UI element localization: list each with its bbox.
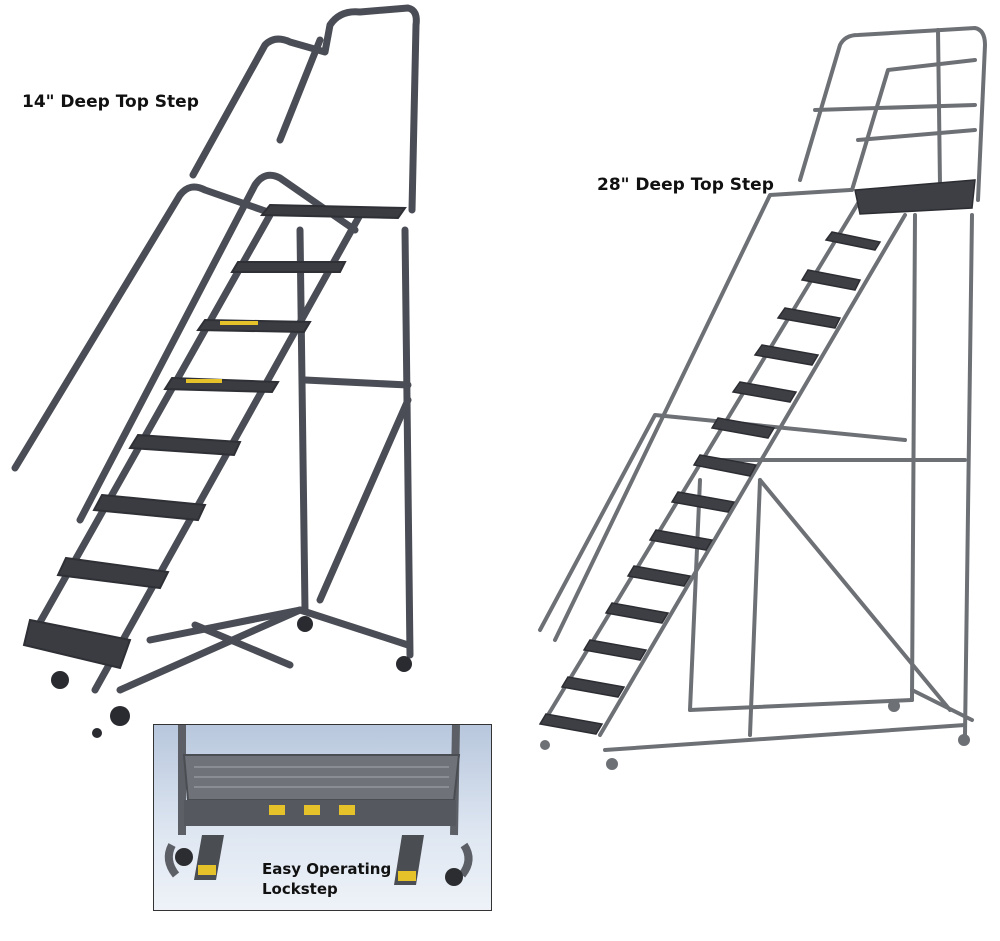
right-ladder-label: 28" Deep Top Step — [597, 175, 774, 195]
lockstep-inset-photo: Easy Operating Lockstep — [153, 724, 492, 911]
inset-caption: Easy Operating Lockstep — [262, 859, 391, 899]
lockstep-illustration — [164, 725, 473, 886]
inset-caption-line2: Lockstep — [262, 880, 338, 898]
inset-caption-line1: Easy Operating — [262, 860, 392, 878]
left-ladder-label: 14" Deep Top Step — [22, 92, 199, 112]
